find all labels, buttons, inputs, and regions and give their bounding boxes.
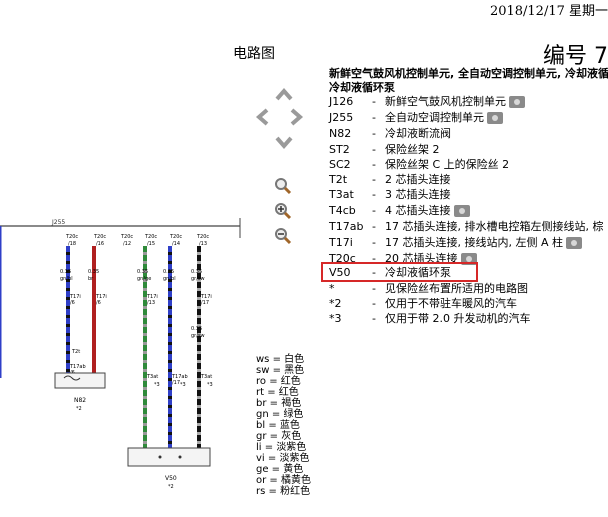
pin-label: /16 xyxy=(96,241,104,247)
pump-terminal xyxy=(178,455,182,459)
chevron-right-icon xyxy=(290,108,304,126)
diagram-headline: 新鲜空气鼓风机控制单元, 全自动空调控制单元, 冷却液循 冷却液循环泵 xyxy=(329,67,608,95)
t17i-label: T17i xyxy=(95,294,107,300)
wire-size: 0.35 xyxy=(88,269,99,275)
pin-label: /13 xyxy=(199,241,207,247)
t20c-label: T20c xyxy=(144,234,157,240)
t20c-label: T20c xyxy=(65,234,78,240)
pin-label: /14 xyxy=(172,241,180,247)
zoom-out-button[interactable] xyxy=(274,227,292,245)
n82-component xyxy=(54,372,106,389)
t20c-label: T20c xyxy=(93,234,106,240)
t17ab-label: T17ab xyxy=(171,374,188,380)
t20c-label: T20c xyxy=(196,234,209,240)
color-row: ge = 黄色 xyxy=(256,464,304,475)
t2t-label: T2t xyxy=(71,349,80,355)
color-row: ws = 白色 xyxy=(256,354,305,365)
pan-right-button[interactable] xyxy=(286,107,306,127)
wire-size: 0.35 xyxy=(60,269,71,275)
pan-left-button[interactable] xyxy=(253,107,273,127)
color-row: rt = 红色 xyxy=(256,387,299,398)
bus-label: J255 xyxy=(51,219,65,226)
chevron-left-icon xyxy=(255,108,269,126)
n82-label: N82 xyxy=(74,397,86,404)
color-row: vi = 淡紫色 xyxy=(256,453,310,464)
t17i-label: T17i xyxy=(200,294,212,300)
camera-icon[interactable] xyxy=(566,237,582,249)
pin-label: /6 xyxy=(96,300,101,306)
wire-color-code: gr/sw xyxy=(191,333,205,339)
note-marker: *3 xyxy=(154,382,160,388)
headline-line-2: 冷却液循环泵 xyxy=(329,81,395,94)
zoom-in-button[interactable] xyxy=(274,202,292,220)
color-row: bl = 蓝色 xyxy=(256,420,300,431)
camera-icon[interactable] xyxy=(509,96,525,108)
v50-label: V50 xyxy=(165,475,177,482)
headline-line-1: 新鲜空气鼓风机控制单元, 全自动空调控制单元, 冷却液循 xyxy=(329,67,608,80)
magnify-button[interactable] xyxy=(274,177,292,195)
color-row: rs = 粉红色 xyxy=(256,486,311,497)
pin-label: /13 xyxy=(147,300,155,306)
note-marker: *2 xyxy=(168,484,174,490)
t20c-label: T20c xyxy=(120,234,133,240)
color-row: sw = 黑色 xyxy=(256,365,305,376)
pump-terminal xyxy=(158,455,162,459)
pin-label: /6 xyxy=(70,300,75,306)
color-row: gn = 绿色 xyxy=(256,409,304,420)
pan-up-button[interactable] xyxy=(274,85,294,105)
wire-color-code: gn/bl xyxy=(163,276,176,282)
chevron-down-icon xyxy=(275,136,293,150)
t20c-label: T20c xyxy=(169,234,182,240)
highlight-box xyxy=(321,262,478,282)
t3at-label: T3at xyxy=(146,374,158,380)
camera-icon[interactable] xyxy=(487,112,503,124)
pin-label: /17 xyxy=(201,300,209,306)
color-row: li = 淡紫色 xyxy=(256,442,307,453)
wire-color-code: gn/bl xyxy=(60,276,73,282)
wire-color-code: gn/ge xyxy=(137,276,151,282)
chevron-up-icon xyxy=(275,87,293,101)
pin-label: /15 xyxy=(147,241,155,247)
wiring-diagram: J255 T20c T20c T20c T20c T20c T20c /18 /… xyxy=(0,218,241,490)
wire-size: 0.35 xyxy=(163,269,174,275)
color-row: ro = 红色 xyxy=(256,376,301,387)
color-row: or = 橘黄色 xyxy=(256,475,311,486)
pin-label: /18 xyxy=(68,241,76,247)
note-marker: *2 xyxy=(76,406,82,412)
pan-down-button[interactable] xyxy=(274,132,294,152)
document-title: 电路图 xyxy=(233,46,275,62)
diagram-number: 编号 7 xyxy=(543,44,608,69)
wire-size: 0.35 xyxy=(191,326,202,332)
color-row: gr = 灰色 xyxy=(256,431,302,442)
date-stamp: 2018/12/17 星期一 xyxy=(489,4,608,19)
wire-color-code: gr/sw xyxy=(191,276,205,282)
pin-label: /12 xyxy=(123,241,131,247)
note-marker: *3 xyxy=(207,382,213,388)
t3at-label: T3at xyxy=(200,374,212,380)
color-row: br = 褐色 xyxy=(256,398,302,409)
wire-color-code: br xyxy=(88,276,94,282)
t17i-label: T17i xyxy=(146,294,158,300)
pin-label: /17 xyxy=(172,380,180,386)
t17ab-label: T17ab xyxy=(69,364,86,370)
camera-icon[interactable] xyxy=(453,205,470,217)
note-marker: *3 xyxy=(180,382,186,388)
magnifier-icon xyxy=(275,178,292,195)
coil-symbol xyxy=(63,375,81,381)
zoom-in-icon xyxy=(275,203,292,220)
t17i-label: T17i xyxy=(69,294,81,300)
zoom-out-icon xyxy=(275,228,292,245)
wire-size: 0.35 xyxy=(191,269,202,275)
wire-size: 0.35 xyxy=(137,269,148,275)
v50-component xyxy=(127,447,211,467)
